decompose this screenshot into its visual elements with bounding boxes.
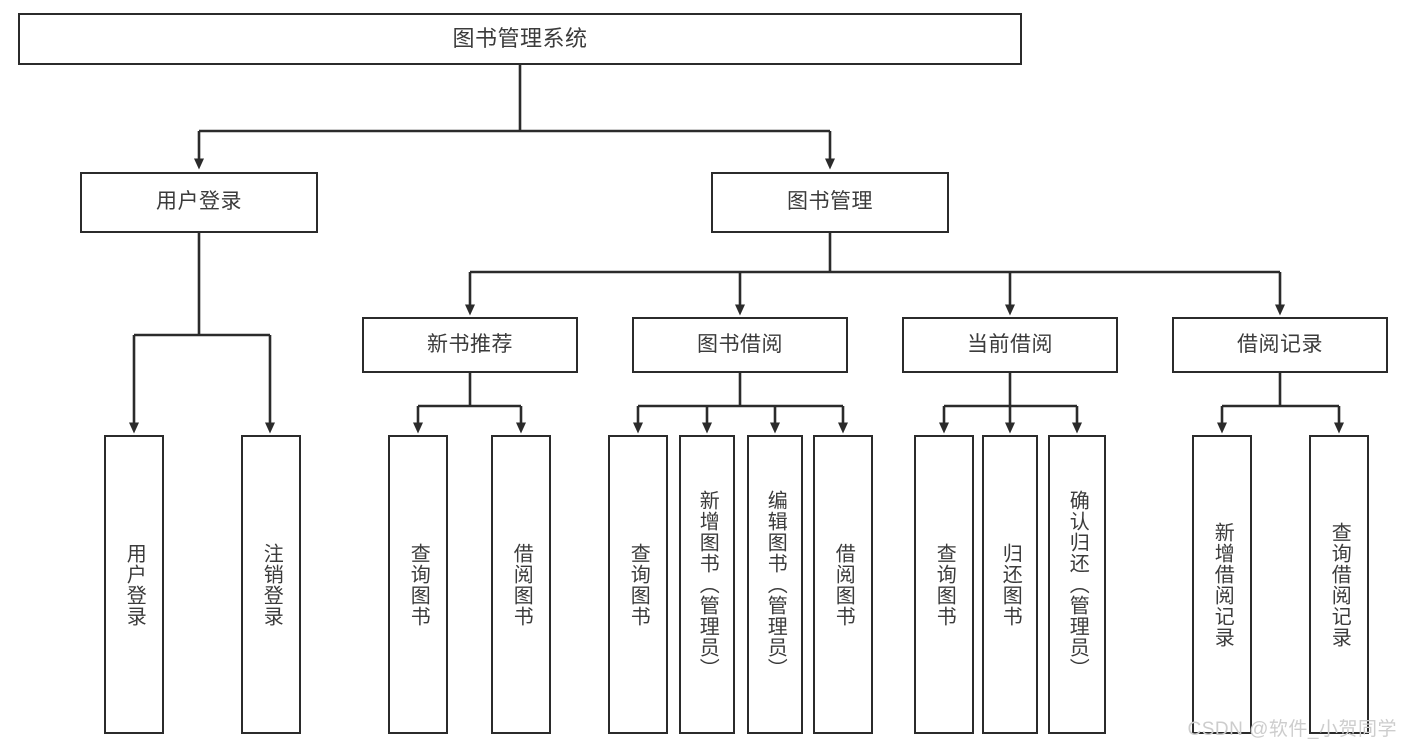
leaf-current-confirm-return-admin[interactable]: 确认归还（管理员） — [1048, 435, 1106, 734]
node-label: 编辑图书（管理员） — [764, 490, 787, 679]
leaf-user-login-login[interactable]: 用户登录 — [104, 435, 164, 734]
leaf-recommend-query-book[interactable]: 查询图书 — [388, 435, 448, 734]
node-new-book-recommend[interactable]: 新书推荐 — [362, 317, 578, 373]
node-label: 归还图书 — [999, 542, 1022, 627]
node-label: 新增借阅记录 — [1211, 521, 1234, 648]
node-label: 用户登录 — [123, 542, 146, 627]
node-label: 注销登录 — [260, 542, 283, 627]
leaf-record-query-record[interactable]: 查询借阅记录 — [1309, 435, 1369, 734]
node-borrow-record[interactable]: 借阅记录 — [1172, 317, 1388, 373]
watermark-text: CSDN @软件_小贺同学 — [1187, 719, 1397, 740]
leaf-user-login-logout[interactable]: 注销登录 — [241, 435, 301, 734]
node-label: 查询图书 — [933, 542, 956, 627]
node-root-system[interactable]: 图书管理系统 — [18, 13, 1022, 65]
node-label: 图书借阅 — [697, 332, 783, 356]
node-user-login[interactable]: 用户登录 — [80, 172, 318, 233]
node-label: 图书管理 — [787, 190, 873, 214]
node-label: 查询借阅记录 — [1328, 521, 1351, 648]
node-book-borrow[interactable]: 图书借阅 — [632, 317, 848, 373]
leaf-borrow-add-book-admin[interactable]: 新增图书（管理员） — [679, 435, 735, 734]
node-label: 当前借阅 — [967, 332, 1053, 356]
node-label: 新书推荐 — [427, 332, 513, 356]
leaf-borrow-borrow-book[interactable]: 借阅图书 — [813, 435, 873, 734]
node-label: 图书管理系统 — [452, 26, 588, 52]
node-label: 用户登录 — [156, 190, 242, 214]
leaf-current-query-book[interactable]: 查询图书 — [914, 435, 974, 734]
node-label: 新增图书（管理员） — [696, 490, 719, 679]
leaf-record-add-record[interactable]: 新增借阅记录 — [1192, 435, 1252, 734]
leaf-borrow-edit-book-admin[interactable]: 编辑图书（管理员） — [747, 435, 803, 734]
node-book-management[interactable]: 图书管理 — [711, 172, 949, 233]
node-current-borrow[interactable]: 当前借阅 — [902, 317, 1118, 373]
node-label: 查询图书 — [627, 542, 650, 627]
leaf-current-return-book[interactable]: 归还图书 — [982, 435, 1038, 734]
leaf-borrow-query-book[interactable]: 查询图书 — [608, 435, 668, 734]
node-label: 借阅图书 — [832, 542, 855, 627]
node-label: 确认归还（管理员） — [1066, 490, 1089, 679]
node-label: 借阅记录 — [1237, 332, 1323, 356]
leaf-recommend-borrow-book[interactable]: 借阅图书 — [491, 435, 551, 734]
node-label: 查询图书 — [407, 542, 430, 627]
node-label: 借阅图书 — [510, 542, 533, 627]
